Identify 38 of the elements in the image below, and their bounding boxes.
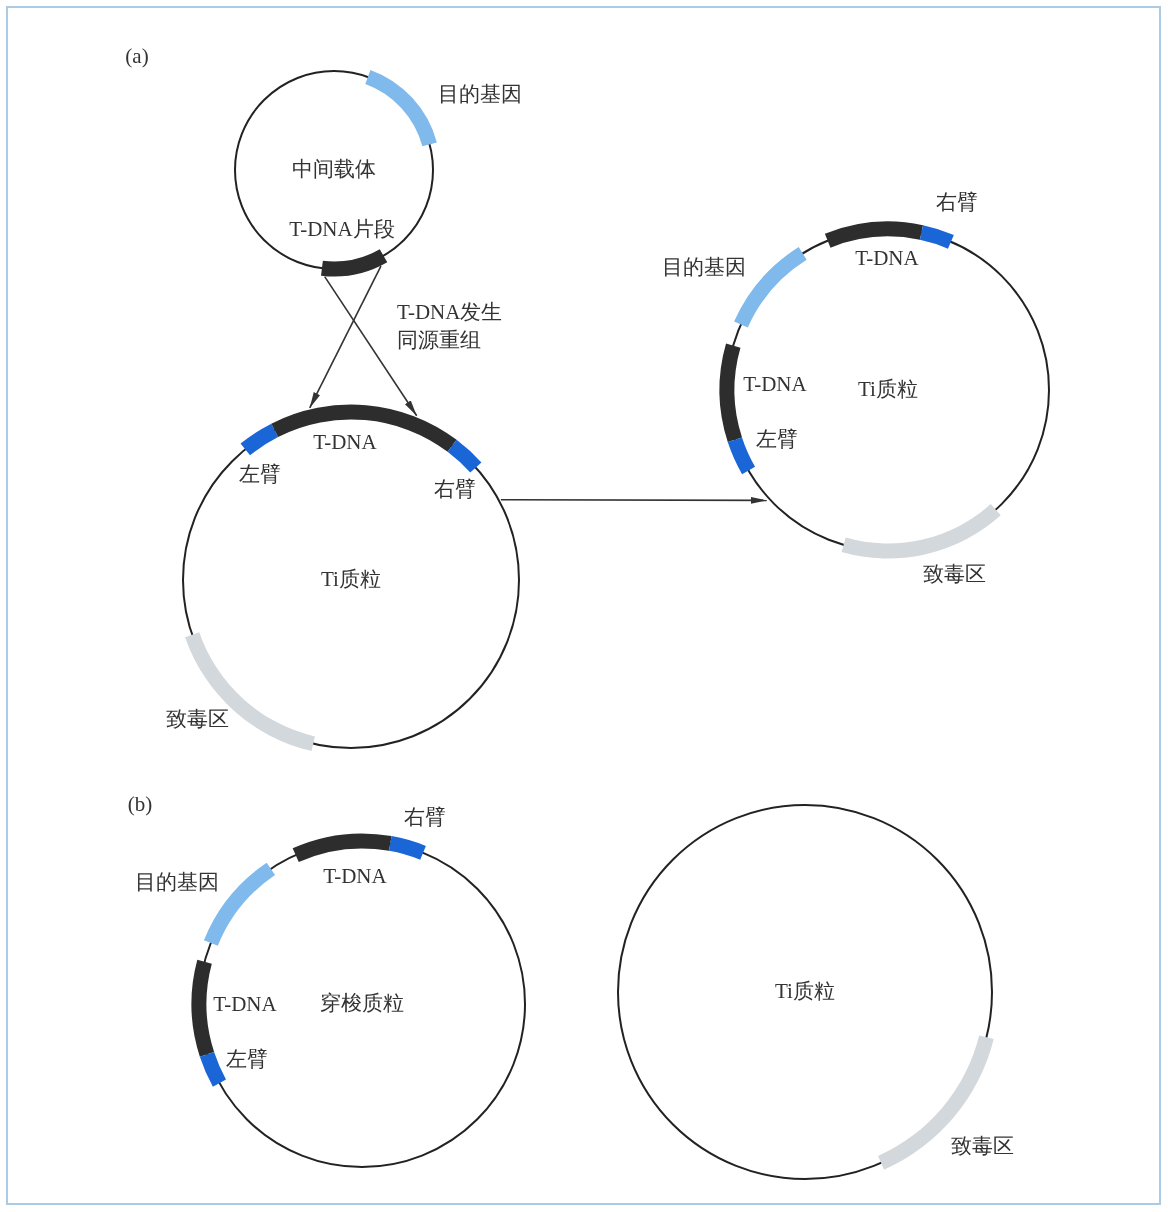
part-label: 右臂 (404, 805, 446, 831)
part-label: 目的基因 (662, 255, 746, 281)
plasmid-name: Ti质粒 (321, 567, 381, 593)
arrow (323, 275, 418, 417)
arrow (308, 265, 382, 409)
t-dna-segment (271, 404, 457, 452)
t-dna-segment (719, 343, 742, 443)
part-label: T-DNA (213, 992, 277, 1018)
part-label: 左臂 (239, 462, 281, 488)
plasmid-name: Ti质粒 (858, 377, 918, 403)
part-label: 致毒区 (950, 1134, 1014, 1160)
plasmid-name: Ti质粒 (775, 979, 835, 1005)
plasmid-name: 穿梭质粒 (320, 991, 404, 1017)
arrow (500, 496, 768, 504)
part-label: 致毒区 (165, 707, 229, 733)
part-label: T-DNA (855, 246, 919, 272)
t-dna-segment (824, 221, 924, 248)
part-label: 致毒区 (922, 562, 986, 588)
part-label: 目的基因 (135, 870, 219, 896)
part-label: T-DNA (313, 430, 377, 456)
panel-label: (b) (127, 792, 153, 818)
part-label: T-DNA片段 (289, 217, 395, 243)
t-dna-segment (191, 959, 215, 1057)
plasmid-name: 中间载体 (292, 157, 376, 183)
panel-label: (a) (125, 44, 149, 70)
part-label: 右臂 (434, 477, 476, 503)
t-dna-segment (321, 249, 388, 277)
plasmid-circle (234, 70, 434, 270)
part-label: T-DNA (743, 372, 807, 398)
part-label: 右臂 (936, 190, 978, 216)
t-dna-segment (292, 833, 392, 862)
part-label: 左臂 (756, 427, 798, 453)
part-label: 左臂 (226, 1047, 268, 1073)
virulence-segment (841, 504, 1001, 559)
plasmid-circle (617, 804, 993, 1180)
part-label: 目的基因 (438, 82, 522, 108)
arm-segment (389, 836, 426, 860)
part-label: T-DNA (323, 864, 387, 890)
